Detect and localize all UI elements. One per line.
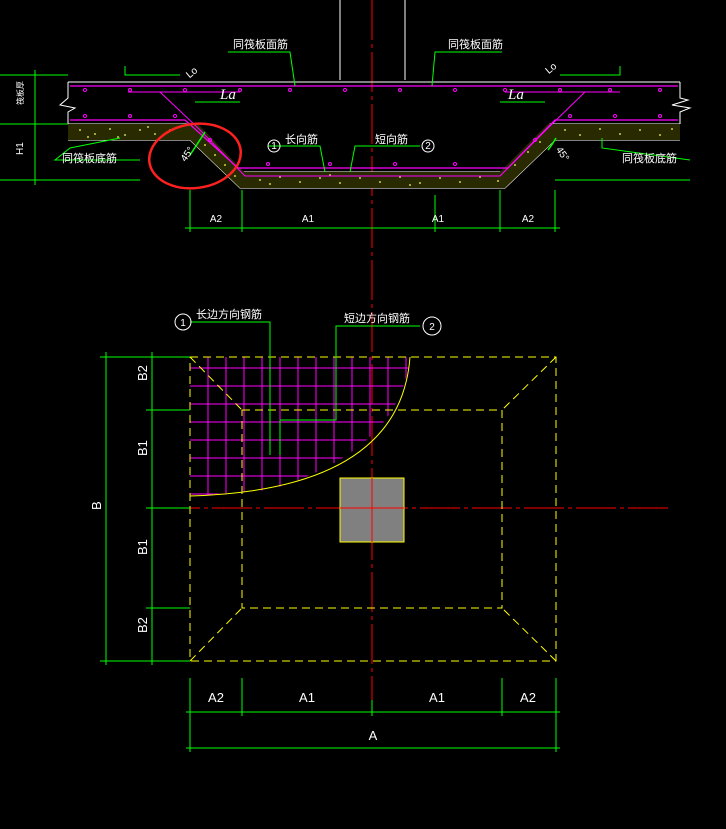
bottom-rebar-label-right: 同筏板底筋 bbox=[622, 151, 677, 165]
plan-view: 1 2 长边方向钢筋 短边方向钢筋 B B2 B1 B1 B2 bbox=[89, 307, 670, 752]
section-dim-a2-left: A2 bbox=[210, 214, 223, 225]
angle-label-right: 45° bbox=[553, 145, 571, 164]
plan-dim-b: B bbox=[89, 501, 104, 510]
section-dim-a1-right: A1 bbox=[432, 214, 445, 225]
marker-circle-2 bbox=[421, 139, 435, 153]
section-dim-a1-left: A1 bbox=[302, 214, 315, 225]
plan-leaders bbox=[190, 321, 420, 455]
top-rebar-label-left: 同筏板面筋 bbox=[233, 37, 288, 51]
section-leaders bbox=[0, 51, 691, 232]
plan-dim-b1-top: B1 bbox=[135, 440, 150, 456]
outer-outline bbox=[189, 356, 557, 662]
break-line-right bbox=[671, 82, 692, 124]
bottom-rebar-label-left: 同筏板底筋 bbox=[62, 151, 117, 165]
plan-dim-a2-left: A2 bbox=[208, 690, 224, 705]
plan-dim-b2-top: B2 bbox=[135, 365, 150, 381]
section-dim-a2-right: A2 bbox=[522, 214, 535, 225]
marker-circle-1 bbox=[267, 139, 281, 153]
short-direction-rebar-label: 短边方向钢筋 bbox=[344, 311, 410, 325]
plan-dim-a1-left: A1 bbox=[299, 690, 315, 705]
rebar-dots bbox=[83, 88, 662, 166]
marker-2-label: 2 bbox=[425, 141, 431, 152]
inner-outline bbox=[241, 409, 503, 609]
lo-label-right: Lo bbox=[544, 61, 560, 77]
h1-label: H1 bbox=[15, 142, 26, 155]
plan-dim-a: A bbox=[369, 728, 378, 743]
plan-marker-1: 1 bbox=[180, 318, 186, 329]
break-line-left bbox=[58, 82, 77, 124]
la-label-right: La bbox=[507, 87, 524, 103]
angle-arc-right bbox=[547, 137, 557, 151]
highlight-circle bbox=[147, 122, 243, 190]
plan-dim-a1-right: A1 bbox=[429, 690, 445, 705]
marker-1-label: 1 bbox=[271, 141, 277, 152]
vertical-dimensions bbox=[100, 352, 190, 665]
section-view: 同筏板面筋 同筏板面筋 同筏板底筋 同筏板底筋 长向筋 短向筋 1 2 La L… bbox=[0, 0, 692, 700]
lo-label-left: Lo bbox=[184, 65, 200, 81]
bottom-rebar bbox=[70, 119, 678, 169]
short-bar-label: 短向筋 bbox=[375, 132, 408, 146]
cushion-dots bbox=[79, 126, 673, 186]
horizontal-dimensions bbox=[186, 678, 560, 752]
plan-dim-a2-right: A2 bbox=[520, 690, 536, 705]
plan-dim-b2-bottom: B2 bbox=[135, 617, 150, 633]
top-rebar-label-right: 同筏板面筋 bbox=[448, 37, 503, 51]
cushion-fill bbox=[68, 124, 680, 188]
long-bar-label: 长向筋 bbox=[285, 132, 318, 146]
plan-marker-circle-1 bbox=[174, 313, 192, 331]
grid-boundary-curve bbox=[189, 356, 411, 497]
thickness-label: 筏板厚 bbox=[15, 81, 25, 105]
long-direction-rebar-label: 长边方向钢筋 bbox=[196, 307, 262, 321]
plan-marker-2: 2 bbox=[429, 322, 435, 333]
la-label-left: La bbox=[219, 87, 236, 103]
plan-dim-b1-bottom: B1 bbox=[135, 539, 150, 555]
anchor-bar-left bbox=[159, 91, 246, 177]
angle-arc-left bbox=[189, 131, 206, 156]
plan-marker-circle-2 bbox=[422, 316, 442, 336]
anchor-bar-right bbox=[499, 91, 586, 177]
